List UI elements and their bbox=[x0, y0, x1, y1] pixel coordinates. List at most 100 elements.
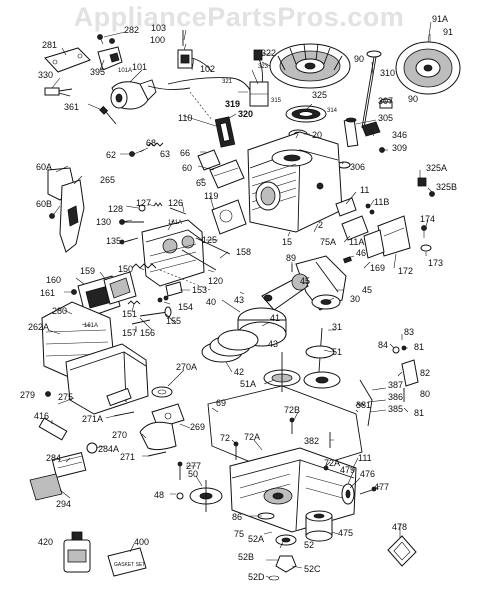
label-322: 322 bbox=[261, 48, 276, 58]
label-321: 321 bbox=[222, 79, 233, 85]
part-90-flywheel bbox=[269, 43, 351, 89]
part-277-bolt bbox=[177, 461, 183, 480]
part-72-bolt bbox=[233, 441, 239, 460]
label-81b: 81 bbox=[414, 408, 424, 418]
part-66-gasket bbox=[197, 149, 221, 171]
label-68: 68 bbox=[146, 138, 156, 148]
part-284-filter bbox=[51, 452, 87, 478]
part-169-gasket bbox=[363, 229, 385, 259]
label-477: 477 bbox=[374, 482, 389, 492]
part-158-pushrod bbox=[181, 249, 217, 271]
label-48: 48 bbox=[154, 490, 164, 500]
part-125-pushrod bbox=[195, 237, 231, 255]
part-325-stator bbox=[285, 105, 327, 123]
part-346-cap bbox=[361, 121, 381, 137]
part-325A-switch bbox=[417, 177, 427, 187]
callout-labels: 281 282 103 100 322 91A 91 330 395 101A … bbox=[20, 14, 457, 582]
label-265: 265 bbox=[100, 175, 115, 185]
part-72B-bolt bbox=[289, 417, 295, 434]
label-271: 271 bbox=[120, 452, 135, 462]
part-270-elbow bbox=[139, 421, 177, 451]
label-476: 476 bbox=[360, 469, 375, 479]
part-161-screw bbox=[71, 289, 77, 295]
label-416: 416 bbox=[34, 411, 49, 421]
label-90a: 90 bbox=[354, 54, 364, 64]
part-282-screws bbox=[97, 34, 115, 45]
part-60-shield bbox=[209, 159, 245, 189]
part-320-armature bbox=[214, 116, 236, 148]
part-82-arm bbox=[401, 359, 419, 387]
label-161: 161 bbox=[40, 288, 55, 298]
part-127-spring bbox=[153, 202, 163, 207]
label-69: 69 bbox=[216, 398, 226, 408]
label-361: 361 bbox=[64, 102, 79, 112]
part-475-oil-filter bbox=[305, 510, 333, 542]
label-323: 323 bbox=[258, 64, 269, 70]
label-478: 478 bbox=[392, 522, 407, 532]
label-111: 111 bbox=[358, 453, 372, 463]
label-40: 40 bbox=[206, 297, 216, 307]
part-281-plate bbox=[44, 47, 91, 73]
label-479: 479 bbox=[340, 465, 355, 475]
label-81a: 81 bbox=[414, 342, 424, 352]
part-11-breather bbox=[335, 197, 357, 217]
label-385: 385 bbox=[388, 404, 403, 414]
label-50: 50 bbox=[188, 469, 198, 479]
label-80: 80 bbox=[420, 389, 430, 399]
part-284A-clamp bbox=[86, 442, 98, 454]
label-284: 284 bbox=[46, 453, 61, 463]
part-159-gasket bbox=[103, 271, 137, 305]
label-282: 282 bbox=[124, 25, 139, 35]
label-15: 15 bbox=[282, 237, 292, 247]
label-325A: 325A bbox=[426, 163, 447, 173]
part-46-key bbox=[342, 256, 352, 264]
leader-lines bbox=[47, 21, 433, 579]
label-277: 277 bbox=[186, 461, 201, 471]
label-82: 82 bbox=[420, 368, 430, 378]
label-127: 127 bbox=[136, 198, 151, 208]
part-91-fan bbox=[395, 41, 461, 95]
label-101A: 101A bbox=[118, 68, 132, 74]
label-275: 275 bbox=[58, 392, 73, 402]
label-31: 31 bbox=[332, 322, 342, 332]
label-310: 310 bbox=[380, 68, 395, 78]
label-84: 84 bbox=[378, 340, 388, 350]
part-161A-cylinder-head bbox=[141, 219, 205, 287]
label-90b: 90 bbox=[408, 94, 418, 104]
label-315: 315 bbox=[271, 98, 282, 104]
label-119: 119 bbox=[204, 191, 218, 201]
label-75: 75 bbox=[234, 529, 244, 539]
label-52D: 52D bbox=[248, 572, 265, 582]
label-43b: 43 bbox=[268, 339, 278, 349]
label-72Ab: 72A bbox=[324, 458, 340, 468]
part-478-gasket bbox=[387, 535, 417, 567]
gasket-set-text: GASKET SET bbox=[114, 562, 145, 568]
label-309: 309 bbox=[392, 143, 407, 153]
part-294-manual bbox=[29, 473, 63, 501]
label-294: 294 bbox=[56, 499, 71, 509]
label-307: 307 bbox=[378, 96, 393, 106]
label-63: 63 bbox=[160, 149, 170, 159]
part-385-rod bbox=[359, 379, 373, 427]
part-48-washer bbox=[176, 492, 184, 500]
label-66: 66 bbox=[180, 148, 190, 158]
part-30-gear bbox=[311, 294, 341, 310]
part-119-gasket bbox=[211, 199, 247, 235]
label-52: 52 bbox=[304, 540, 314, 550]
label-387: 387 bbox=[388, 380, 403, 390]
label-45a: 45 bbox=[300, 276, 310, 286]
part-381-spring bbox=[355, 402, 365, 407]
label-72B: 72B bbox=[284, 405, 300, 415]
label-130: 130 bbox=[96, 217, 111, 227]
part-126-link bbox=[169, 207, 187, 215]
part-60B-screw bbox=[49, 213, 55, 219]
label-400: 400 bbox=[134, 537, 149, 547]
part-43-pin bbox=[263, 294, 273, 302]
part-42-rings bbox=[201, 329, 259, 363]
label-43a: 43 bbox=[234, 295, 244, 305]
label-150: 150 bbox=[118, 264, 133, 274]
label-52B: 52B bbox=[238, 552, 254, 562]
label-271A: 271A bbox=[82, 414, 103, 424]
label-153: 153 bbox=[192, 285, 207, 295]
label-62: 62 bbox=[106, 150, 116, 160]
